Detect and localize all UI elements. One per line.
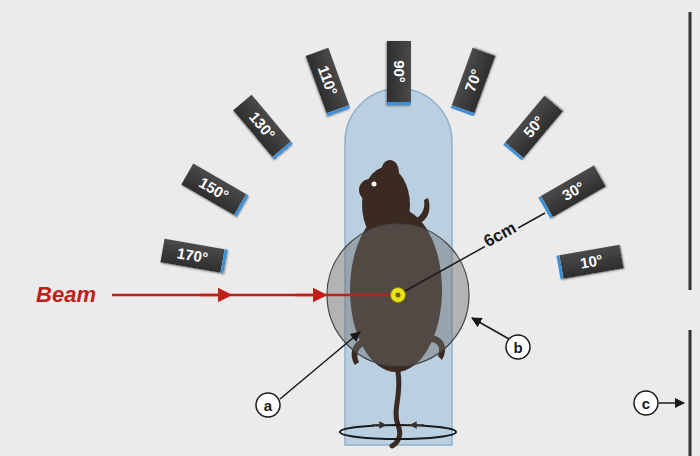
angle-label: 110° bbox=[315, 63, 341, 97]
angle-label: 150° bbox=[196, 174, 231, 204]
angle-label: 130° bbox=[246, 108, 279, 143]
callout-circle bbox=[506, 335, 530, 359]
callout-letter: a bbox=[264, 397, 272, 414]
callout-circle bbox=[634, 391, 658, 415]
beam-arrow bbox=[200, 294, 225, 297]
leader-line bbox=[472, 318, 509, 339]
leader-line bbox=[280, 332, 360, 399]
angle-label: 30° bbox=[559, 178, 587, 204]
beam-arrow bbox=[295, 294, 320, 297]
rotation-ring bbox=[340, 425, 456, 439]
angle-label: 10° bbox=[579, 251, 604, 272]
detector-box: 30° bbox=[538, 166, 605, 219]
angle-label: 170° bbox=[176, 244, 210, 266]
distance-line bbox=[398, 213, 545, 295]
mouse-eye bbox=[372, 182, 377, 187]
isocenter bbox=[396, 293, 401, 298]
detector-box: 10° bbox=[556, 245, 623, 280]
detector-box: 50° bbox=[503, 96, 563, 160]
angle-label: 70° bbox=[461, 67, 485, 94]
detector-box: 70° bbox=[451, 48, 495, 116]
wall bbox=[689, 330, 692, 456]
rotation-arrow bbox=[372, 424, 386, 426]
detector-box: 130° bbox=[233, 95, 293, 159]
rotation-arrow bbox=[410, 424, 424, 426]
callout-letter: c bbox=[642, 395, 650, 412]
detector-box: 150° bbox=[181, 164, 248, 217]
detector-box: 90° bbox=[387, 41, 411, 105]
detector-box: 110° bbox=[306, 48, 350, 116]
isocenter bbox=[391, 288, 406, 303]
callout-circle bbox=[256, 393, 280, 417]
angle-label: 50° bbox=[520, 112, 548, 140]
detector-box: 170° bbox=[160, 239, 227, 274]
dimension-label: 6cm bbox=[479, 217, 521, 250]
angle-label: 90° bbox=[391, 60, 408, 83]
wall bbox=[689, 12, 692, 290]
callout-letter: b bbox=[513, 339, 522, 356]
leader-line bbox=[659, 402, 684, 404]
beam-line bbox=[112, 294, 393, 297]
beam-label: Beam bbox=[36, 282, 96, 308]
